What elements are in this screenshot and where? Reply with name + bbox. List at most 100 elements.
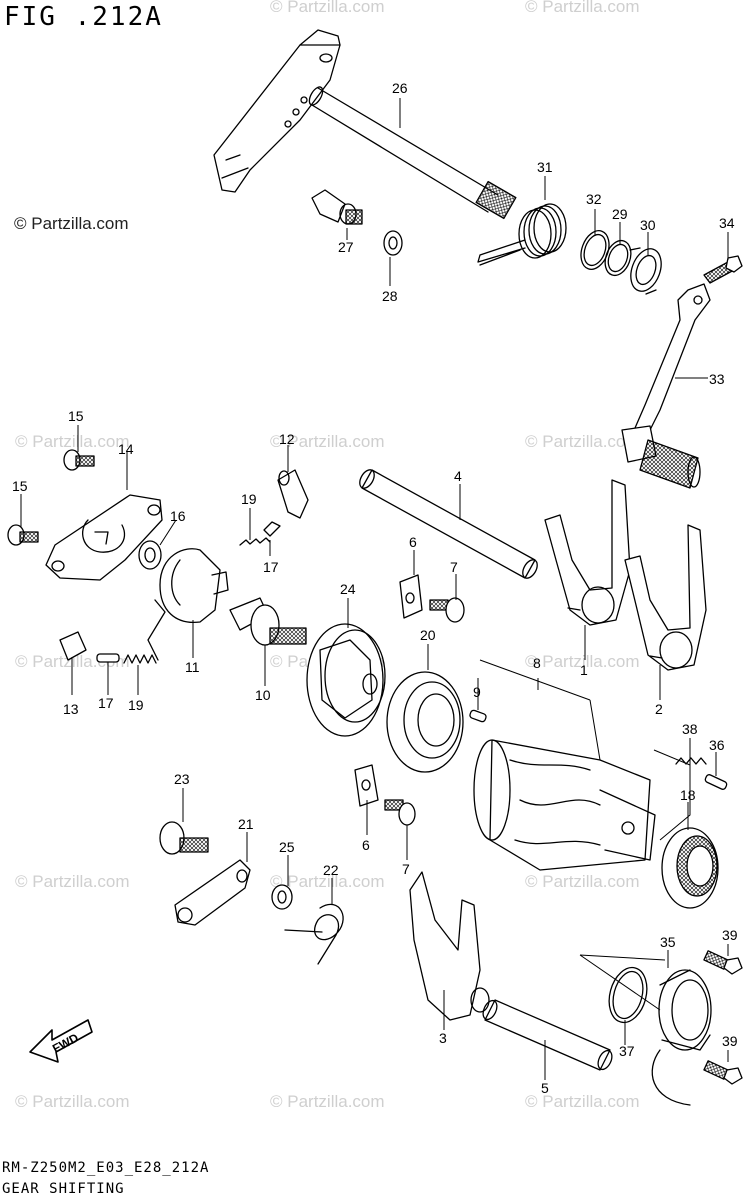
part-6-guide — [399, 574, 423, 619]
callout-18: 18 — [680, 787, 696, 803]
part-10-bolt — [229, 597, 307, 646]
part-5-fork-shaft — [482, 999, 613, 1071]
callout-14: 14 — [118, 441, 134, 457]
part-27-bolt — [311, 189, 363, 225]
callout-12: 12 — [279, 431, 295, 447]
part-18-bearing — [661, 827, 719, 909]
watermark: © Partzilla.com — [270, 1092, 385, 1111]
callout-6: 6 — [409, 534, 417, 550]
callout-26: 26 — [392, 80, 408, 96]
part-7-screw — [384, 799, 416, 826]
part-31-return-spring — [477, 203, 567, 266]
watermark: © Partzilla.com — [270, 872, 385, 891]
part-17-pin — [96, 653, 120, 663]
callout-15: 15 — [68, 408, 84, 424]
callout-36: 36 — [709, 737, 725, 753]
part-11-cam-plate — [147, 548, 229, 661]
watermark: © Partzilla.com — [525, 432, 640, 451]
callout-15b: 15 — [12, 478, 28, 494]
part-20-bearing — [386, 671, 464, 773]
callout-33: 33 — [709, 371, 725, 387]
part-15-screw — [63, 449, 95, 471]
part-23-bolt — [159, 821, 209, 855]
callout-34: 34 — [719, 215, 735, 231]
callout-8: 8 — [533, 655, 541, 671]
callout-25: 25 — [279, 839, 295, 855]
watermark: © Partzilla.com — [15, 432, 130, 451]
part-19-spring — [239, 537, 271, 546]
callout-37: 37 — [619, 1043, 635, 1059]
part-33-gearshift-lever — [621, 283, 711, 489]
part-25-washer — [271, 884, 293, 910]
watermark: © Partzilla.com — [525, 872, 640, 891]
part-37-o-ring — [608, 966, 648, 1024]
part-3-shift-fork — [409, 871, 490, 1021]
callout-3: 3 — [439, 1030, 447, 1046]
callout-17b: 17 — [98, 695, 114, 711]
part-8-shift-drum — [473, 739, 656, 871]
watermark: © Partzilla.com — [270, 0, 385, 16]
watermark: © Partzilla.com — [525, 0, 640, 16]
callout-4: 4 — [454, 468, 462, 484]
callout-39: 39 — [722, 927, 738, 943]
part-39-bolt — [703, 1060, 743, 1085]
part-6-guide — [354, 764, 379, 807]
part-19-spring — [123, 654, 157, 664]
part-4-fork-shaft — [359, 469, 538, 579]
part-12-stopper — [277, 469, 309, 519]
copyright-notice: © Partzilla.com — [14, 214, 129, 233]
watermark: © Partzilla.com — [270, 432, 385, 451]
figure-title: FIG .212A — [4, 2, 163, 32]
callout-7b: 7 — [402, 861, 410, 877]
callout-35: 35 — [660, 934, 676, 950]
part-17-pin — [263, 521, 281, 537]
callout-13: 13 — [63, 701, 79, 717]
part-16-washer — [138, 540, 162, 570]
watermark: © Partzilla.com — [525, 652, 640, 671]
callout-1: 1 — [580, 662, 588, 678]
part-7-screw — [429, 597, 465, 623]
callout-27: 27 — [338, 239, 354, 255]
part-9-pin — [469, 709, 487, 723]
callout-22: 22 — [323, 862, 339, 878]
watermark: © Partzilla.com — [525, 1092, 640, 1111]
fwd-arrow-icon — [29, 1019, 93, 1063]
callout-16: 16 — [170, 508, 186, 524]
part-14-cam-guide — [45, 494, 163, 581]
leader-lines — [20, 98, 729, 1080]
callout-19: 19 — [241, 491, 257, 507]
part-13-pawl — [59, 631, 87, 661]
callout-labels: 26 31 32 29 30 34 27 28 33 15 14 15 16 1… — [12, 80, 738, 1096]
callout-11: 11 — [185, 659, 200, 675]
footer-section-title: GEAR SHIFTING — [2, 1181, 125, 1197]
callout-29: 29 — [612, 206, 628, 222]
callout-19b: 19 — [128, 697, 144, 713]
callout-28: 28 — [382, 288, 398, 304]
callout-17: 17 — [263, 559, 279, 575]
part-24-shift-cam — [306, 623, 386, 737]
part-38-spring — [675, 757, 707, 765]
part-26-gearshift-shaft — [213, 29, 517, 220]
part-34-bolt — [703, 255, 743, 284]
callout-10: 10 — [255, 687, 271, 703]
callout-31: 31 — [537, 159, 553, 175]
footer-diagram-code: RM-Z250M2_E03_E28_212A — [2, 1160, 210, 1176]
part-22-spring — [284, 903, 344, 965]
part-1-shift-fork — [544, 479, 631, 626]
callout-30: 30 — [640, 217, 656, 233]
callout-7: 7 — [450, 559, 458, 575]
callout-21: 21 — [238, 816, 254, 832]
part-36-pin — [704, 774, 728, 790]
part-21-stopper-arm — [174, 859, 251, 926]
part-29-washer — [604, 239, 632, 277]
watermark: © Partzilla.com — [15, 1092, 130, 1111]
callout-38: 38 — [682, 721, 698, 737]
callout-24: 24 — [340, 581, 356, 597]
callout-2: 2 — [655, 701, 663, 717]
callout-5: 5 — [541, 1080, 549, 1096]
part-35-retainer — [651, 969, 712, 1106]
callout-23: 23 — [174, 771, 190, 787]
part-2-shift-fork — [624, 524, 707, 671]
